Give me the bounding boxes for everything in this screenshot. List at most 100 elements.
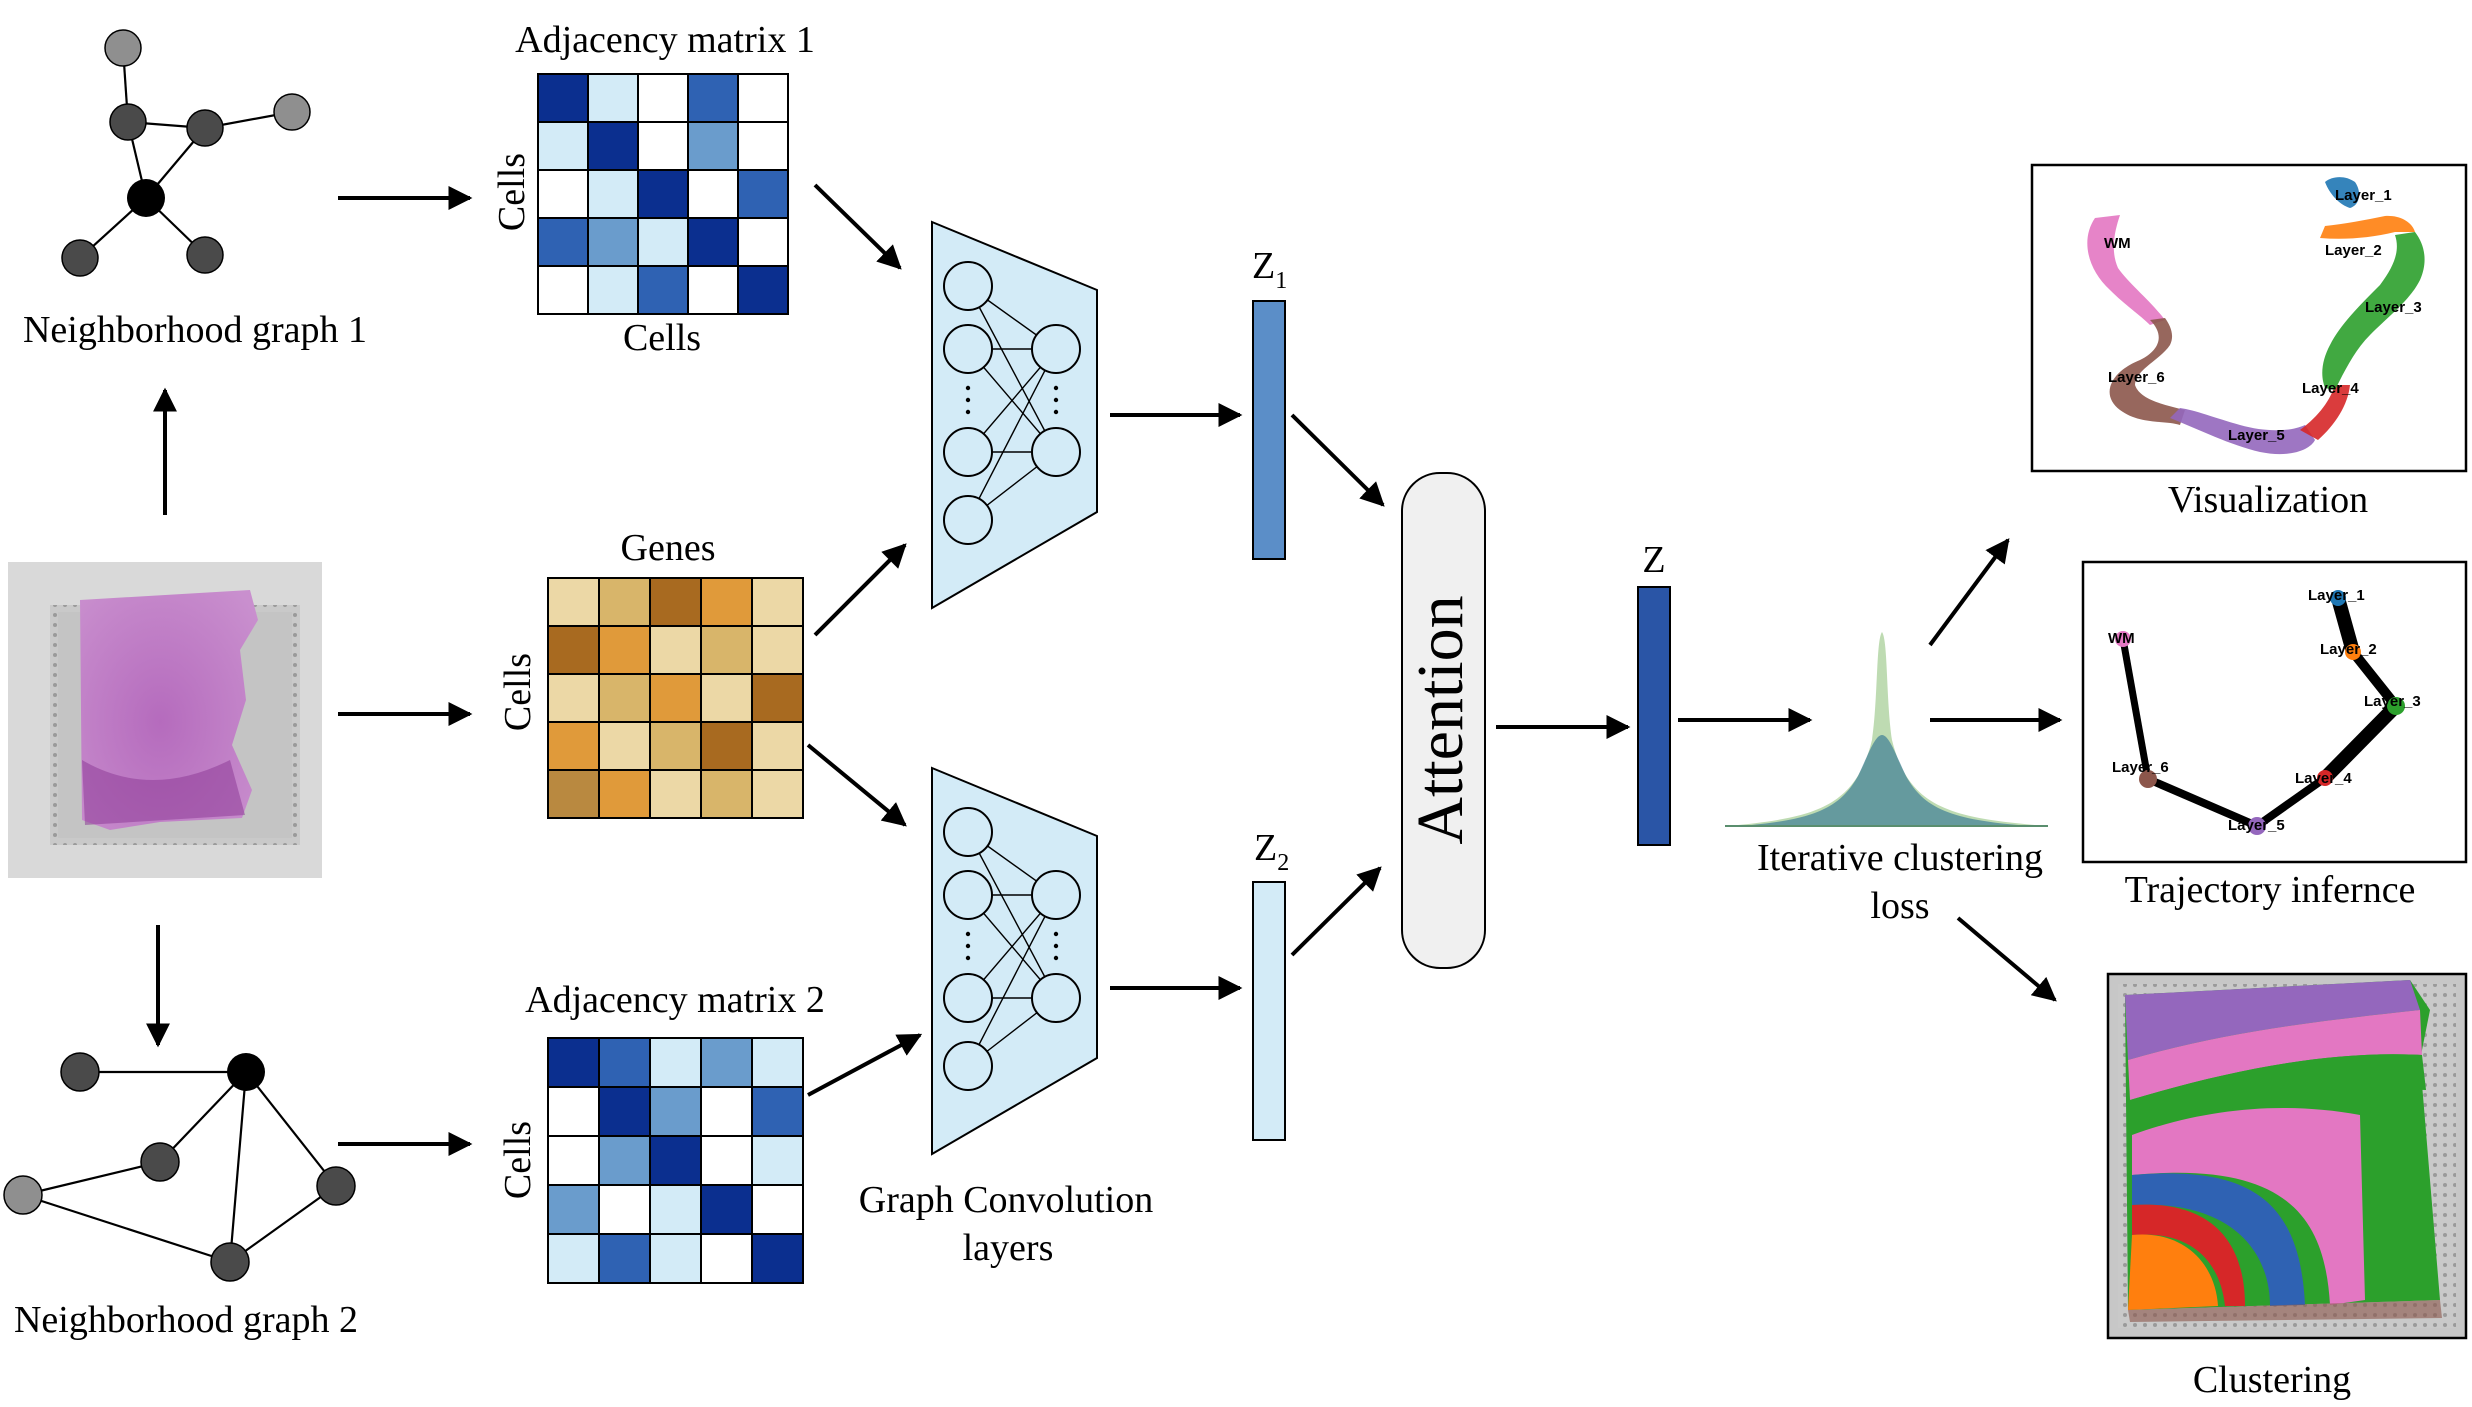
gcn-neuron: [943, 427, 993, 477]
gcn-neuron: [943, 973, 993, 1023]
gcn-neuron: [943, 324, 993, 374]
genes-cell: [649, 577, 702, 627]
z1-label: Z1: [1252, 245, 1287, 294]
adj1-cell: [637, 265, 689, 315]
adj1-cell: [687, 121, 739, 171]
traj-label-layer1: Layer_1: [2308, 587, 2365, 604]
gcn-ellipsis-dot: [965, 397, 971, 403]
adj2-cell: [598, 1184, 651, 1235]
traj-label-layer4: Layer_4: [2295, 770, 2352, 787]
adj1-cell: [687, 73, 739, 123]
gcn-neuron: [1031, 973, 1081, 1023]
adj1-cell: [537, 169, 589, 219]
graph2-node: [60, 1052, 100, 1092]
graph1-node: [186, 109, 224, 147]
adj2-cell: [751, 1135, 804, 1186]
arrow-to-visualization: [1928, 538, 2010, 647]
gcn-ellipsis-dot: [1053, 943, 1059, 949]
genes-cell: [751, 577, 804, 627]
adj2-cell: [700, 1233, 753, 1284]
graph2-label: Neighborhood graph 2: [14, 1299, 358, 1341]
graph2-node: [3, 1175, 43, 1215]
genes-cell: [598, 673, 651, 723]
neighborhood-graph-2: [3, 1052, 356, 1282]
genes-cell: [547, 721, 600, 771]
gcn-neuron: [943, 495, 993, 545]
trajectory-label: Trajectory infernce: [2125, 869, 2416, 911]
trajectory-panel: Layer_1 Layer_2 Layer_3 Layer_4 Layer_5 …: [2081, 560, 2468, 864]
genes-cell: [700, 769, 753, 819]
graph1-node: [109, 103, 147, 141]
adj1-cell: [687, 217, 739, 267]
visualization-label: Visualization: [2168, 479, 2368, 521]
adj2-cell: [547, 1086, 600, 1137]
adj2-ylabel: Cells: [497, 1121, 539, 1199]
adj1-cell: [587, 265, 639, 315]
genes-cell: [598, 721, 651, 771]
adj2-cell: [598, 1135, 651, 1186]
clustering-label: Clustering: [2193, 1359, 2351, 1401]
adj2-cell: [751, 1037, 804, 1088]
adj1-cell: [637, 121, 689, 171]
arrow-genes-to-gcn2: [806, 743, 907, 827]
gcn-caption-line2: layers: [963, 1227, 1054, 1269]
adj1-ylabel: Cells: [491, 153, 533, 231]
umap-label-layer6: Layer_6: [2108, 369, 2165, 386]
adj1-cell: [537, 265, 589, 315]
arrow-adj1-to-gcn1: [813, 183, 902, 270]
adj1-cell: [737, 217, 789, 267]
adj2-cell: [649, 1184, 702, 1235]
adj1-cell: [587, 217, 639, 267]
gcn-ellipsis-dot: [965, 385, 971, 391]
graph1-center-node: [127, 179, 165, 217]
adj1-cell: [537, 121, 589, 171]
adj1-cell: [737, 121, 789, 171]
genes-cell: [649, 769, 702, 819]
tissue-image: [8, 562, 322, 878]
traj-label-wm: WM: [2108, 630, 2135, 647]
adj1-cell: [587, 73, 639, 123]
genes-cell: [547, 769, 600, 819]
visualization-panel: Layer_1 Layer_2 Layer_3 Layer_4 Layer_5 …: [2030, 163, 2468, 473]
gcn-neuron: [1031, 427, 1081, 477]
z2-vector: [1252, 881, 1286, 1141]
gcn-connection: [967, 285, 1057, 453]
gcn-connection: [967, 894, 1057, 1067]
adj2-cell: [598, 1037, 651, 1088]
adj2-cell: [598, 1233, 651, 1284]
graph1-node: [104, 29, 142, 67]
graph2-node: [140, 1142, 180, 1182]
graph1-node: [273, 93, 311, 131]
gcn-ellipsis-dot: [965, 931, 971, 937]
adj1-xlabel: Cells: [623, 317, 701, 359]
adj2-cell: [649, 1233, 702, 1284]
traj-label-layer3: Layer_3: [2364, 693, 2421, 710]
adj2-cell: [649, 1037, 702, 1088]
gcn-ellipsis-dot: [965, 955, 971, 961]
gcn-neuron: [943, 261, 993, 311]
genes-ylabel: Cells: [497, 653, 539, 731]
graph2-node: [210, 1242, 250, 1282]
adj2-cell: [649, 1135, 702, 1186]
gcn-neuron: [943, 870, 993, 920]
adjacency-matrix-2: [547, 1037, 804, 1284]
adj2-cell: [751, 1184, 804, 1235]
adj1-cell: [587, 169, 639, 219]
genes-cell: [751, 673, 804, 723]
gcn-neuron: [1031, 324, 1081, 374]
clustering-panel: [2106, 972, 2468, 1340]
adj1-cell: [637, 169, 689, 219]
arrow-genes-to-gcn1: [813, 543, 907, 637]
traj-label-layer6: Layer_6: [2112, 759, 2169, 776]
genes-cell: [700, 577, 753, 627]
adj1-cell: [587, 121, 639, 171]
gcn-block-2: [931, 766, 1098, 1156]
attention-block: [1401, 472, 1486, 969]
umap-label-layer4: Layer_4: [2302, 380, 2359, 397]
adjacency-matrix-1: [537, 73, 789, 315]
gcn-ellipsis-dot: [1053, 955, 1059, 961]
genes-title: Genes: [621, 527, 716, 569]
genes-cell: [751, 721, 804, 771]
